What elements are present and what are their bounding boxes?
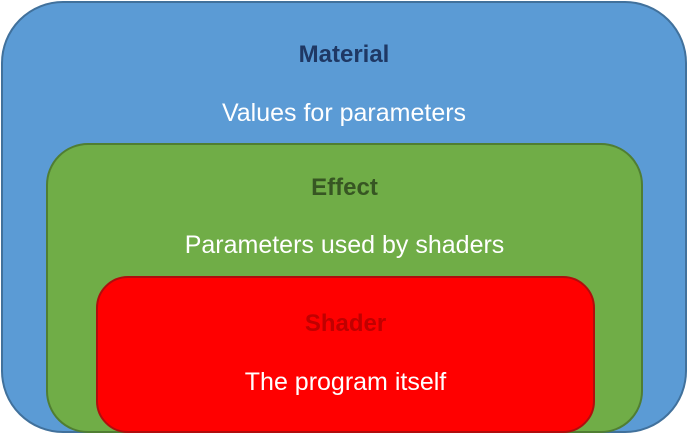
material-title: Material	[298, 41, 390, 68]
shader-description: The program itself	[244, 368, 447, 396]
shader-box: Shader The program itself	[96, 276, 595, 433]
effect-description: Parameters used by shaders	[184, 231, 505, 259]
material-description: Values for parameters	[221, 99, 467, 127]
shader-title: Shader	[304, 310, 387, 337]
effect-title: Effect	[311, 174, 378, 201]
